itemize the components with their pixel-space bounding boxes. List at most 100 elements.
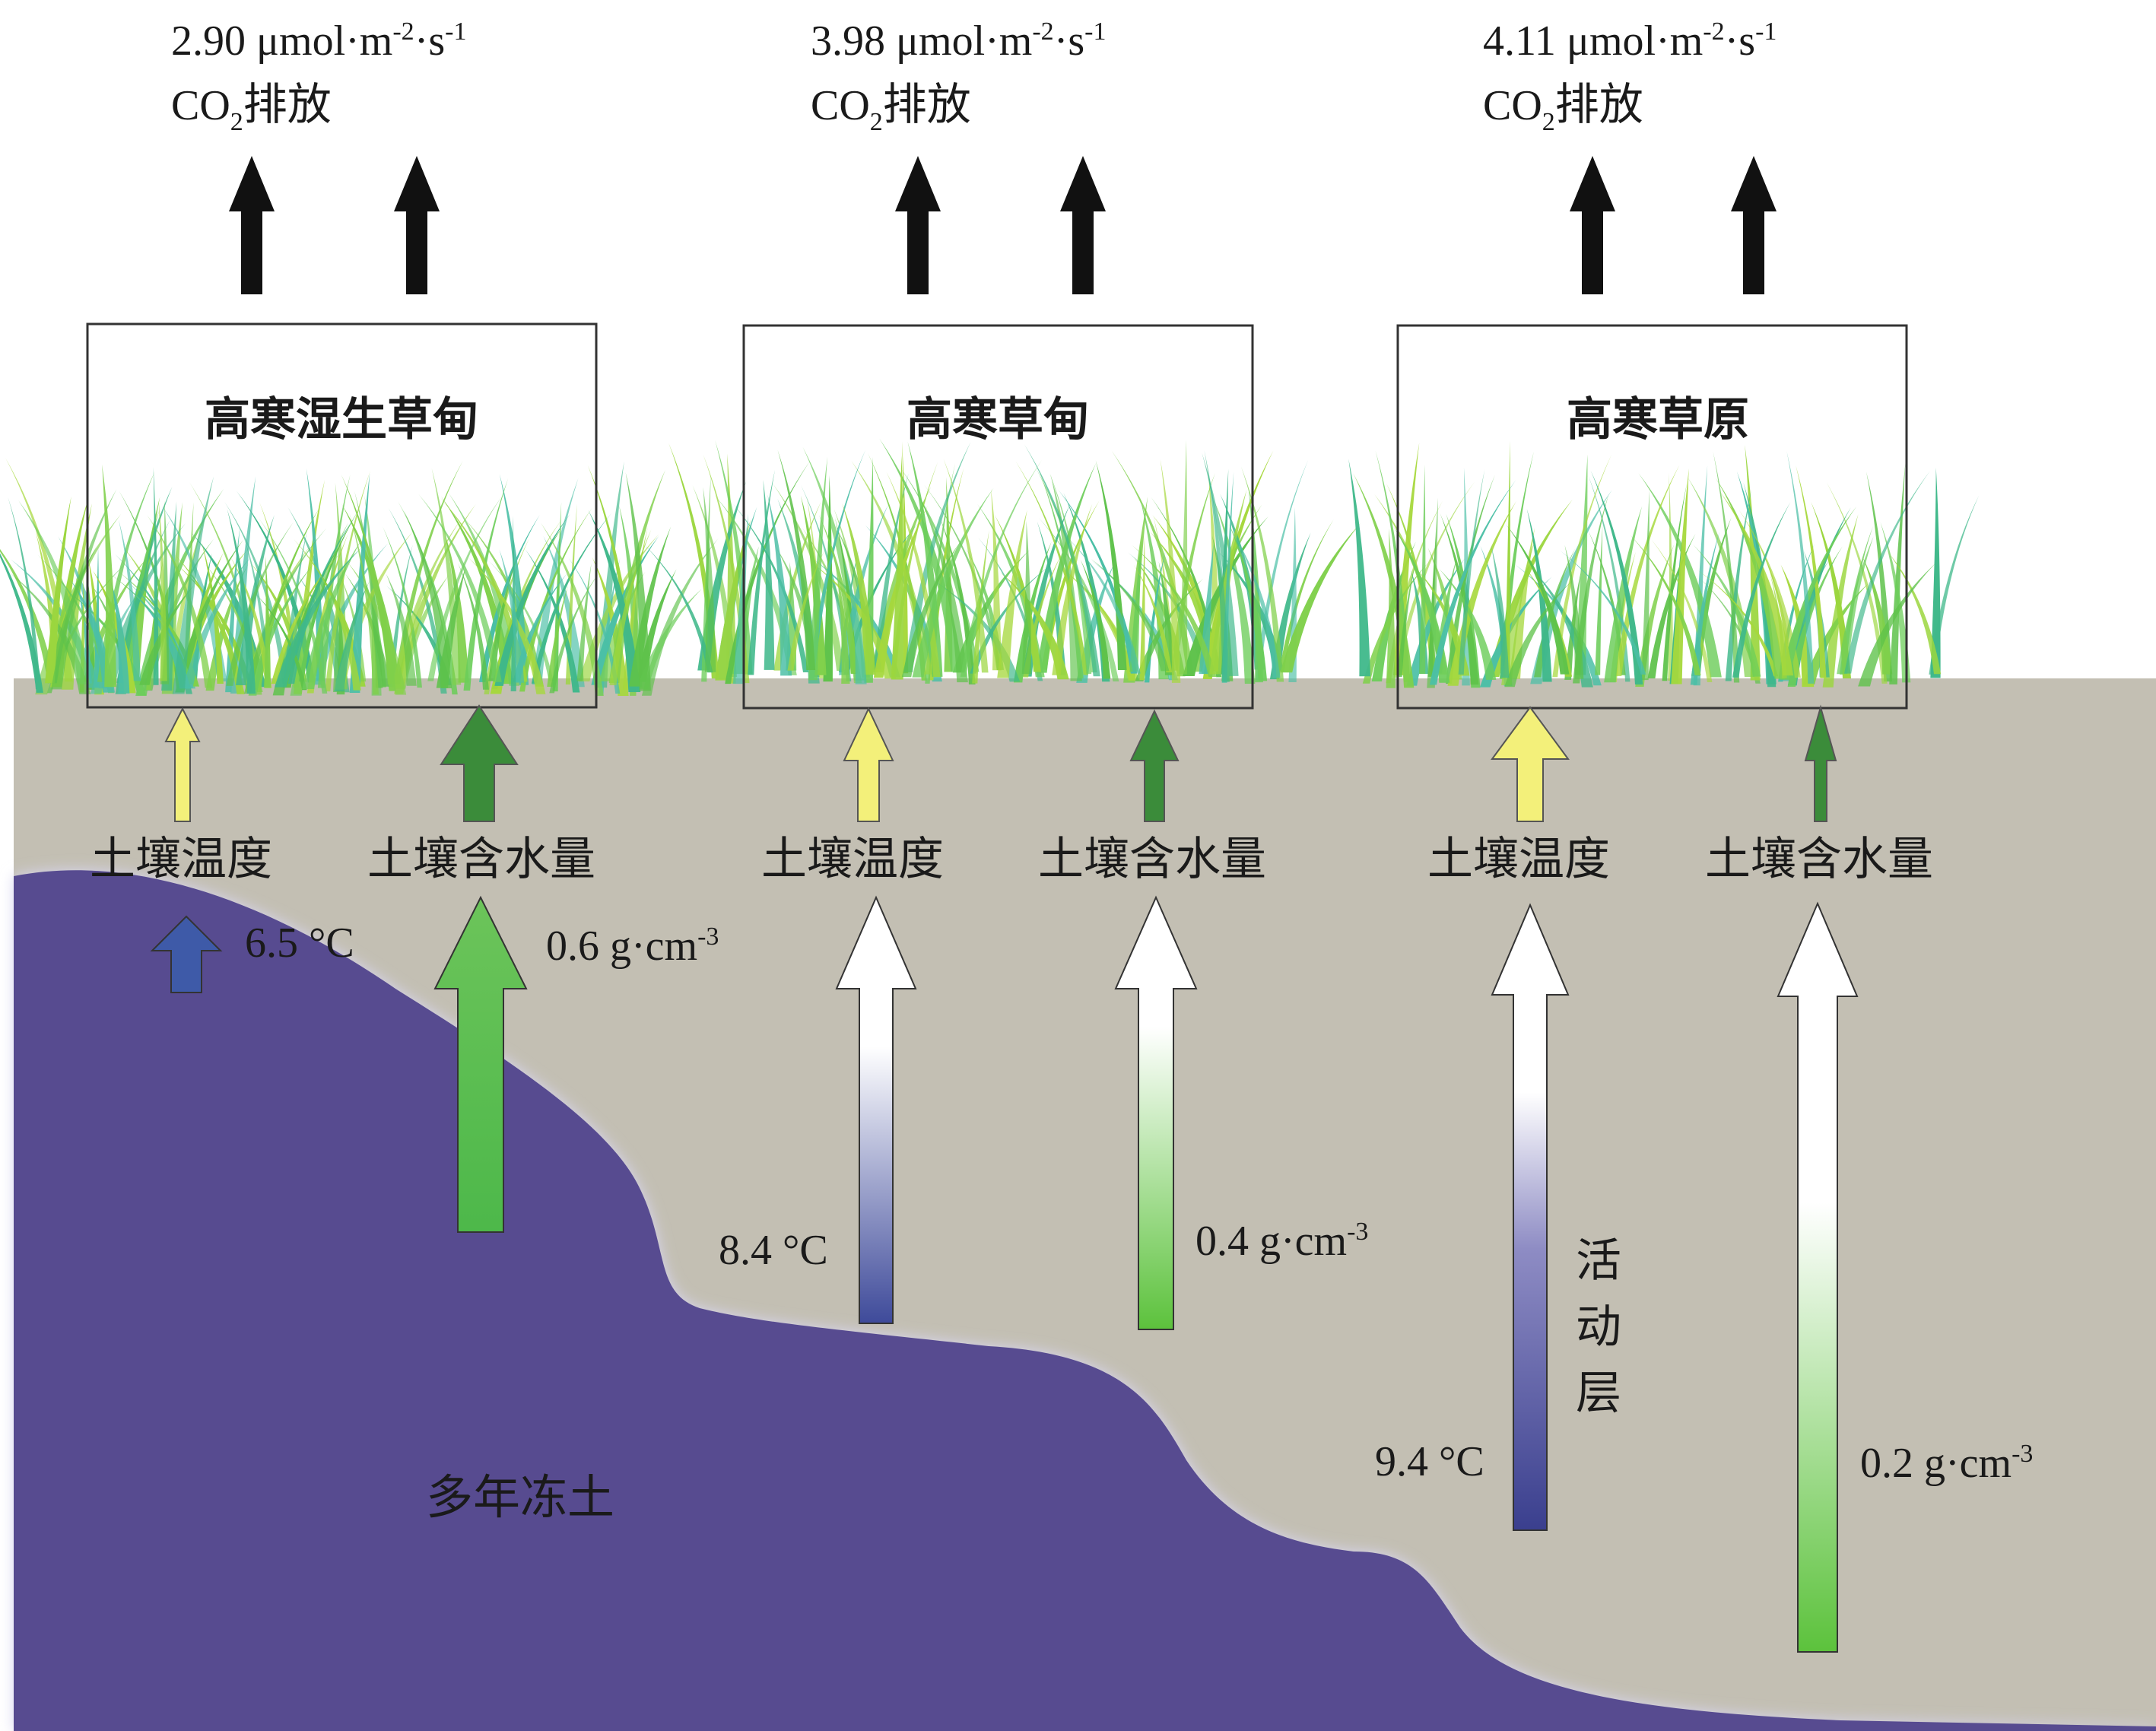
grass-blade (1530, 490, 1612, 684)
co2-arrow-icon (394, 156, 440, 294)
temperature-label-3: 土壤温度 (1427, 833, 1610, 886)
grass-blade (110, 580, 130, 694)
grass-blade (565, 503, 577, 685)
grass-blade (1049, 473, 1092, 674)
grass-blade (1713, 452, 1740, 683)
grass-blade (1179, 440, 1188, 675)
grass-blade (253, 591, 307, 691)
grass-blade (1213, 499, 1256, 684)
grass-blade (116, 519, 170, 683)
temperature-value-3: 9.4 °C (1375, 1438, 1484, 1485)
grass-blade (1732, 501, 1791, 678)
grass-blade (1439, 569, 1497, 680)
grass-blade (1862, 556, 1893, 675)
grass-blade (302, 539, 362, 690)
grass-blade (1158, 561, 1174, 675)
grass-blade (1641, 490, 1650, 681)
grass-blade (1193, 504, 1262, 672)
permafrost-label: 多年冻土 (426, 1469, 614, 1525)
grass-blade (1393, 526, 1450, 683)
emission-value-1: 2.90 μmol·m-2·s-1 (171, 17, 466, 65)
temperature-value-2: 8.4 °C (719, 1227, 828, 1274)
grass-blade (1015, 461, 1088, 675)
grass-blade (403, 510, 452, 688)
grass-blade (45, 496, 71, 684)
grass-blade (1280, 522, 1361, 673)
grass-blade (1526, 508, 1552, 682)
grass-blade (991, 488, 1002, 671)
grass-blade (227, 509, 256, 694)
grass-blade (1240, 466, 1284, 682)
grass-blade (1590, 470, 1643, 684)
grass-blade (102, 464, 117, 688)
grass-blade (317, 475, 351, 688)
grass-blade (264, 555, 271, 688)
grass-blade (1858, 562, 1936, 687)
grass-blade (147, 515, 213, 688)
grass-blade (1202, 453, 1239, 676)
grass-blade (1416, 568, 1470, 676)
temperature-value-1: 6.5 °C (245, 919, 354, 967)
grass-blade (703, 487, 716, 672)
grass-blade (0, 553, 43, 693)
grass-blade (1837, 536, 1874, 675)
grass-blade (398, 501, 458, 695)
moisture-value-3: 0.2 g·cm-3 (1860, 1440, 2033, 1487)
grass-blade (418, 494, 502, 682)
co2-emission-label-1: CO2排放 (171, 78, 332, 136)
grass-blade (938, 515, 976, 684)
grass-blade (1063, 492, 1110, 682)
grass-blade (1811, 501, 1852, 679)
grass-blade (1504, 440, 1510, 676)
grass-blade (1889, 463, 1906, 684)
grass-blade (1690, 532, 1719, 685)
grass-blade (484, 538, 530, 694)
grass-blade (787, 551, 824, 671)
grass-blade (463, 478, 509, 691)
grass-blade (901, 541, 961, 678)
grass-blade (543, 535, 585, 688)
grass-blade (777, 449, 816, 671)
emission-value-2: 3.98 μmol·m-2·s-1 (811, 17, 1106, 65)
co2-emission-label-2: CO2排放 (811, 78, 971, 136)
grass-blade (202, 542, 224, 684)
grass-blade (1279, 519, 1334, 672)
grass-blade (1091, 558, 1170, 672)
permafrost-region (14, 870, 2156, 1731)
active-layer-char-1: 活 (1576, 1234, 1621, 1288)
grass-blade (1058, 489, 1138, 674)
temperature-label-2: 土壤温度 (761, 833, 944, 886)
grass-blade (259, 518, 328, 694)
grass-blade (525, 549, 580, 693)
grass-blade (725, 460, 811, 684)
moisture-value-2: 0.4 g·cm-3 (1195, 1218, 1368, 1265)
grass-blade (1427, 532, 1437, 677)
grass-blade (1075, 579, 1135, 681)
grass-blade (873, 505, 928, 678)
grass-blade (540, 522, 604, 696)
depth-arrows (150, 895, 1859, 1653)
grass-blade (1887, 551, 1942, 675)
grass-blade (919, 497, 968, 683)
grass-blade (383, 526, 422, 688)
grass-layer (0, 438, 1980, 696)
grass-blade (1133, 564, 1173, 673)
grass-blade (513, 573, 567, 682)
grass-blade (732, 503, 809, 672)
grass-blade (129, 589, 191, 689)
grass-blade (843, 561, 867, 684)
grass-blade (1229, 524, 1268, 681)
moisture-arrow-small-2 (1129, 709, 1180, 822)
active-layer-char-3: 层 (1576, 1367, 1621, 1420)
grass-blade (499, 549, 525, 683)
grass-blade (1458, 469, 1485, 675)
grass-blade (1588, 475, 1630, 682)
grass-blade (172, 476, 214, 694)
grass-blade (354, 491, 383, 688)
grass-blade (903, 442, 971, 672)
grass-blade (1039, 472, 1084, 679)
temperature-arrow-small-3 (1491, 706, 1570, 822)
vegetation-title-1: 高寒湿生草甸 (205, 393, 478, 446)
grass-blade (1743, 482, 1777, 688)
